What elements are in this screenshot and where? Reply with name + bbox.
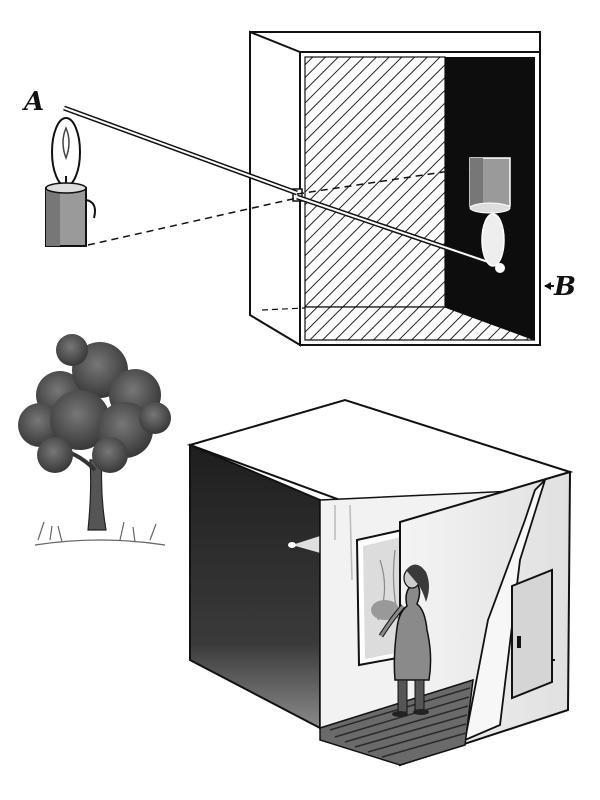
tree-icon bbox=[18, 334, 171, 546]
label-a: A bbox=[21, 87, 44, 117]
box-camera-diagram: A B bbox=[21, 30, 576, 347]
door-icon bbox=[511, 568, 555, 700]
candle-icon bbox=[45, 117, 96, 247]
light-rays bbox=[63, 105, 501, 269]
hidden-edge bbox=[261, 307, 306, 311]
pinhole bbox=[292, 188, 303, 202]
label-b: B bbox=[553, 272, 576, 302]
room-camera-diagram bbox=[186, 398, 574, 767]
label-b-arrow bbox=[544, 282, 554, 290]
room-crack-cutaway bbox=[463, 479, 546, 742]
inverted-candle-icon bbox=[469, 157, 511, 273]
person-icon bbox=[378, 564, 432, 717]
room-left-wall bbox=[189, 443, 321, 730]
room-floor bbox=[319, 678, 474, 766]
